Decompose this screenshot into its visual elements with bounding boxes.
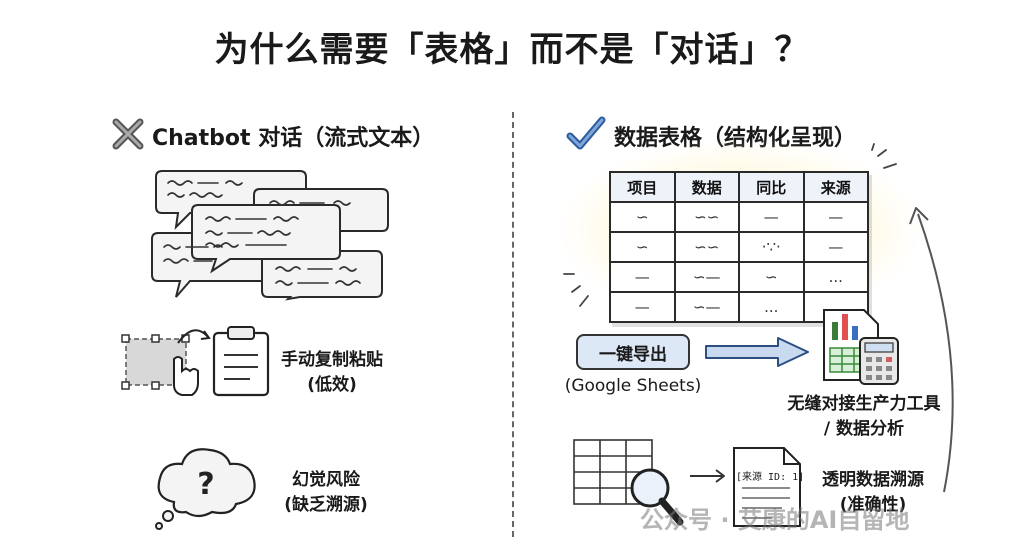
integration-label-line2: / 数据分析 <box>823 419 905 439</box>
copy-paste-label-line2: (低效) <box>307 375 357 395</box>
table-cell: ∽— <box>673 291 740 323</box>
table-cell: ∽ <box>738 261 805 293</box>
transparency-label: 透明数据溯源 (准确性) <box>808 468 938 518</box>
integration-label: 无缝对接生产力工具 / 数据分析 <box>778 392 950 442</box>
table-cell: — <box>609 261 676 293</box>
copy-paste-label: 手动复制粘贴 (低效) <box>276 348 388 398</box>
data-table: 项目 数据 同比 来源 ∽ ∽∽ — — ∽ ∽∽ ·∵· — — ∽— ∽ .… <box>609 171 869 323</box>
table-cell: ∽ <box>609 201 676 233</box>
right-arrow-icon <box>705 337 809 367</box>
spreadsheet-calculator-icon <box>823 309 899 385</box>
export-button[interactable]: 一键导出 <box>576 334 690 370</box>
table-row: ∽ ∽∽ ·∵· — <box>609 231 869 263</box>
center-divider <box>512 112 514 537</box>
table-header-row: 项目 数据 同比 来源 <box>609 171 869 203</box>
table-cell: — <box>738 201 805 233</box>
export-caption: (Google Sheets) <box>564 376 702 396</box>
watermark: 公众号 · 艾康的AI自留地 <box>640 506 910 534</box>
table-cell: ... <box>802 261 869 293</box>
table-cell: ∽— <box>673 261 740 293</box>
integration-label-line1: 无缝对接生产力工具 <box>787 394 941 414</box>
table-header-cell: 同比 <box>738 171 805 203</box>
copy-paste-icon <box>121 326 270 397</box>
table-cell: — <box>802 231 869 263</box>
table-header-cell: 来源 <box>802 171 869 203</box>
table-header-cell: 项目 <box>609 171 676 203</box>
table-cell: ∽ <box>609 231 676 263</box>
thought-cloud-icon: ? <box>155 448 256 530</box>
hallucination-label-line2: (缺乏溯源) <box>284 495 368 515</box>
transparency-label-line2: (准确性) <box>839 495 907 515</box>
table-cell: ... <box>738 291 805 323</box>
document-icon <box>733 447 801 527</box>
chat-bubbles-icon <box>151 170 389 301</box>
page-title: 为什么需要「表格」而不是「对话」？ <box>214 30 810 70</box>
table-row: ∽ ∽∽ — — <box>609 201 869 233</box>
table-cell: — <box>609 291 676 323</box>
source-tag: [来源 ID: 1] <box>736 472 805 483</box>
table-cell: — <box>802 201 869 233</box>
small-arrow-icon <box>690 469 725 483</box>
transparency-label-line1: 透明数据溯源 <box>822 470 924 490</box>
x-mark-icon <box>112 118 144 150</box>
copy-paste-label-line1: 手动复制粘贴 <box>281 350 383 370</box>
hallucination-label: 幻觉风险 (缺乏溯源) <box>276 468 376 518</box>
table-row: — ∽— ... ... <box>609 291 869 323</box>
question-mark: ? <box>197 467 214 502</box>
table-cell: ·∵· <box>738 231 805 263</box>
table-cell: ∽∽ <box>673 231 740 263</box>
sparkle-lines-icon <box>563 143 897 307</box>
hallucination-label-line1: 幻觉风险 <box>292 470 360 490</box>
curved-arrow-icon <box>909 207 954 493</box>
table-header-cell: 数据 <box>673 171 740 203</box>
magnifier-grid-icon <box>573 439 684 526</box>
table-cell: ∽∽ <box>673 201 740 233</box>
chatbot-heading: Chatbot 对话（流式文本） <box>152 126 435 151</box>
table-row: — ∽— ∽ ... <box>609 261 869 293</box>
